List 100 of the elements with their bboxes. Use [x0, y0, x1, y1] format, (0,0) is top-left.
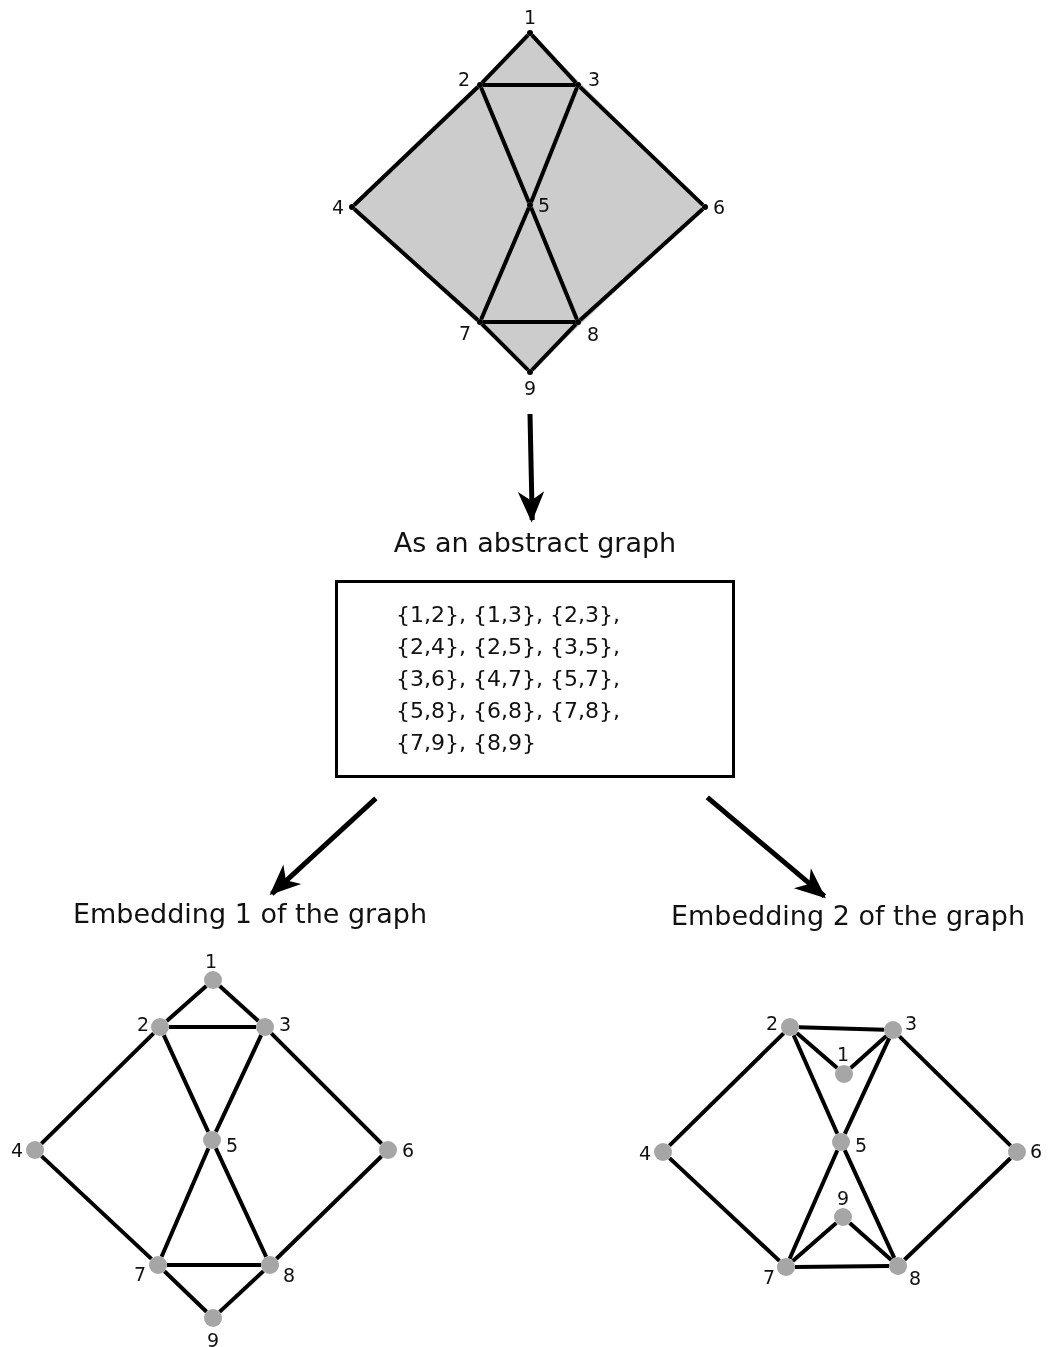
- vertex-dot: [379, 1141, 397, 1159]
- vertex-dot: [26, 1141, 44, 1159]
- vertex-label: 4: [331, 197, 345, 217]
- vertex-label: 7: [133, 1264, 147, 1284]
- graph-edge: [529, 87, 579, 203]
- vertex-point: [702, 204, 708, 210]
- graph-edge: [479, 87, 531, 203]
- vertex-dot: [1008, 1143, 1026, 1161]
- graph-edge: [530, 322, 578, 372]
- graph-edge: [483, 83, 575, 87]
- vertex-label: 2: [136, 1014, 150, 1034]
- vertex-label: 3: [587, 69, 601, 89]
- graph-edge: [161, 1034, 211, 1133]
- graph-edge: [40, 1154, 153, 1261]
- graph-edge: [218, 984, 260, 1023]
- graph-edge: [479, 206, 531, 321]
- graph-edge: [798, 1025, 885, 1032]
- graph-edge: [842, 1149, 897, 1259]
- graph-edge: [529, 207, 579, 320]
- vertex-point: [349, 204, 355, 210]
- vertex-dot: [149, 1256, 167, 1274]
- vertex-label: 8: [586, 324, 600, 344]
- vertex-label: 1: [523, 7, 537, 27]
- graph-edge: [849, 1034, 888, 1070]
- vertex-label: 6: [712, 197, 726, 217]
- vertex-label: 4: [638, 1143, 652, 1163]
- graph-edge: [898, 1034, 1012, 1148]
- graph-heading: Embedding 1 of the graph: [73, 898, 427, 930]
- vertex-point: [477, 319, 483, 325]
- vertex-label: 6: [401, 1140, 415, 1160]
- vertex-dot: [884, 1021, 902, 1039]
- vertex-dot: [832, 1133, 850, 1151]
- arrow: [517, 413, 545, 523]
- vertex-dot: [256, 1018, 274, 1036]
- graph-edge: [791, 1221, 838, 1263]
- graph-edge: [578, 207, 705, 322]
- vertex-dot: [889, 1257, 907, 1275]
- vertex-label: 2: [457, 69, 471, 89]
- vertex-point: [575, 319, 581, 325]
- vertex-point: [527, 30, 533, 36]
- graph-edge: [530, 33, 578, 85]
- graph-edge: [167, 1263, 261, 1267]
- vertex-label: 9: [206, 1330, 220, 1347]
- graph-edge: [791, 1034, 840, 1135]
- vertex-label: 7: [458, 323, 472, 343]
- vertex-label: 7: [762, 1267, 776, 1287]
- graph-edge: [218, 1269, 265, 1314]
- vertex-label: 8: [282, 1265, 296, 1285]
- vertex-label: 3: [278, 1014, 292, 1034]
- vertex-dot: [834, 1208, 852, 1226]
- graph-edge: [483, 320, 575, 324]
- vertex-dot: [777, 1258, 795, 1276]
- vertex-dot: [654, 1143, 672, 1161]
- graph-edge: [169, 1025, 256, 1029]
- vertex-point: [527, 369, 533, 375]
- vertex-label: 6: [1029, 1141, 1043, 1161]
- vertex-point: [575, 82, 581, 88]
- graph-edge: [480, 322, 530, 372]
- graph-edge: [787, 1149, 840, 1260]
- vertex-label: 9: [523, 378, 537, 398]
- vertex-label: 5: [225, 1135, 239, 1155]
- graph-edge: [668, 1031, 785, 1148]
- vertex-dot: [203, 1131, 221, 1149]
- graph-edge: [795, 1031, 839, 1070]
- graph-edge: [842, 1037, 892, 1135]
- graph-edge: [794, 1264, 890, 1269]
- graph-heading: Embedding 2 of the graph: [671, 900, 1025, 932]
- graph-edge: [159, 1147, 211, 1258]
- arrow: [705, 795, 827, 899]
- box-heading: As an abstract graph: [393, 526, 677, 560]
- graph-edge: [165, 984, 208, 1023]
- vertex-label: 2: [765, 1013, 779, 1033]
- vertex-label: 9: [836, 1188, 850, 1208]
- graph-edge: [480, 33, 530, 85]
- graph-edge: [848, 1221, 893, 1262]
- vertex-dot: [835, 1065, 853, 1083]
- vertex-dot: [204, 1309, 222, 1327]
- graph-edge: [269, 1031, 384, 1146]
- graph-edge: [668, 1156, 781, 1263]
- vertex-dot: [151, 1018, 169, 1036]
- graph-edge: [275, 1154, 383, 1261]
- graph-edge: [163, 1269, 208, 1314]
- vertex-dot: [781, 1018, 799, 1036]
- graph-edge: [352, 85, 480, 207]
- vertex-point: [477, 82, 483, 88]
- arrow: [269, 796, 378, 896]
- vertex-label: 4: [10, 1140, 24, 1160]
- graph-edge: [213, 1147, 269, 1258]
- vertex-dot: [261, 1256, 279, 1274]
- graph-edge: [40, 1031, 155, 1146]
- vertex-dot: [204, 971, 222, 989]
- vertex-label: 3: [904, 1013, 918, 1033]
- graph-edge: [214, 1034, 263, 1133]
- vertex-label: 1: [204, 951, 218, 971]
- vertex-label: 8: [908, 1268, 922, 1288]
- graph-edge: [352, 207, 480, 322]
- graph-edge: [578, 85, 705, 207]
- vertex-label: 5: [537, 195, 551, 215]
- vertex-point: [527, 202, 533, 208]
- edge-list: {1,2}, {1,3}, {2,3}, {2,4}, {2,5}, {3,5}, {3,6}, {4,7}, {5,7}, {5,8}, {6,8}, {7,8}, {7,9}, {8,9}: [396, 599, 686, 759]
